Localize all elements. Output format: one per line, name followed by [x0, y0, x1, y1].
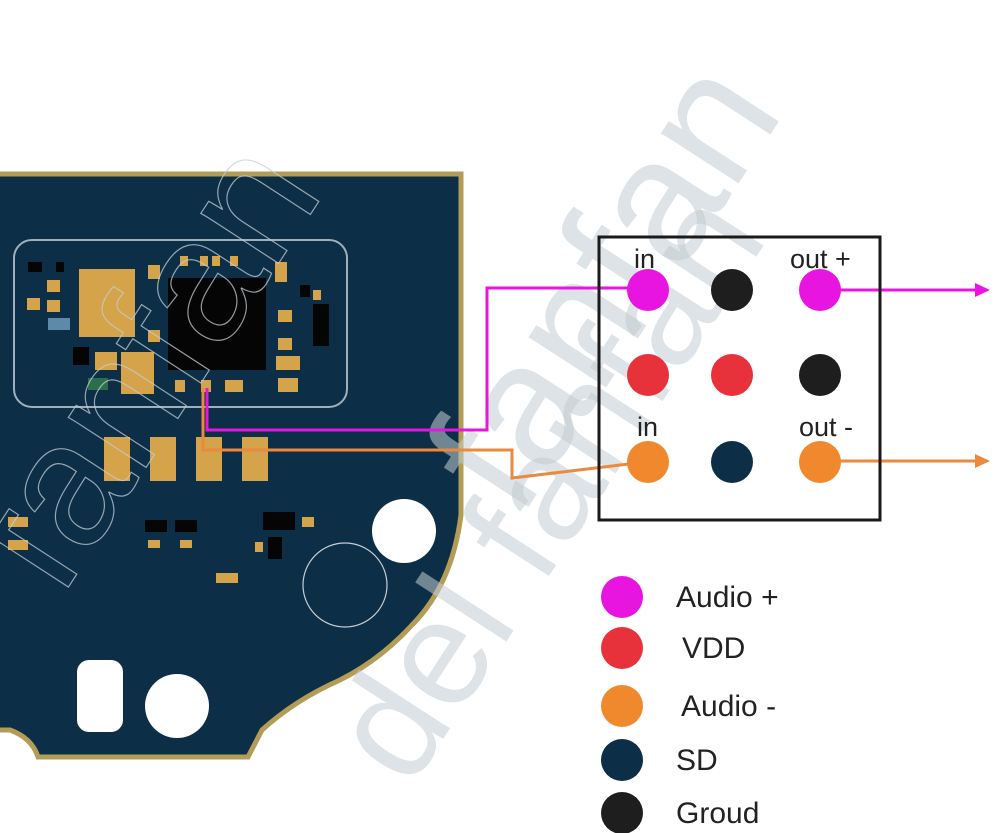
pin-audio-minus — [799, 441, 841, 483]
pad — [79, 269, 135, 337]
component — [263, 512, 295, 530]
pad — [104, 437, 130, 481]
pad — [175, 380, 185, 392]
pin-audio-plus — [627, 269, 669, 311]
wires — [201, 283, 990, 480]
pcb-board — [0, 171, 464, 760]
watermark-ring — [302, 542, 388, 628]
pin-sd — [711, 441, 753, 483]
component — [300, 285, 310, 297]
pad — [278, 310, 292, 322]
audio-minus-output-arrow — [975, 454, 990, 468]
pin-vdd — [711, 354, 753, 396]
pa-chip — [168, 278, 266, 370]
pad — [201, 380, 211, 392]
pad — [148, 330, 160, 342]
connector-label-in-bottom: in — [637, 412, 658, 442]
legend-swatch-ground — [601, 792, 643, 833]
pad — [148, 540, 160, 548]
legend-swatch-sd — [601, 739, 643, 781]
pad — [196, 437, 222, 481]
legend-label-vdd: VDD — [682, 632, 745, 665]
pad — [242, 437, 268, 481]
mounting-slot — [77, 660, 123, 732]
component — [268, 537, 282, 559]
mounting-hole — [372, 499, 436, 563]
pad — [216, 573, 238, 583]
component — [48, 318, 70, 330]
pad — [8, 540, 28, 550]
pad — [150, 437, 176, 481]
pin-ground — [799, 354, 841, 396]
legend-label-ground: Groud — [676, 797, 759, 830]
pad — [225, 380, 243, 392]
pin-audio-plus — [799, 269, 841, 311]
legend-label-audio-plus: Audio + — [676, 581, 779, 614]
pad — [212, 256, 220, 266]
pad — [8, 517, 28, 527]
pin-vdd — [627, 354, 669, 396]
pad — [148, 265, 160, 279]
pad — [255, 542, 263, 552]
audio-minus-input-wire — [201, 388, 646, 480]
pad — [47, 280, 60, 292]
pad — [200, 256, 208, 266]
pa-module-outline — [13, 239, 348, 408]
legend-swatch-audio-plus — [601, 576, 643, 618]
component — [88, 378, 108, 390]
component — [175, 520, 197, 532]
component — [145, 520, 167, 532]
pin-audio-minus — [627, 441, 669, 483]
pad — [121, 352, 154, 394]
pad — [27, 298, 40, 310]
pad — [276, 356, 300, 370]
legend-swatch-vdd — [601, 627, 643, 669]
pad — [180, 256, 188, 266]
pin-ground — [711, 269, 753, 311]
component — [56, 262, 64, 272]
pad — [47, 300, 60, 312]
pad — [95, 352, 117, 370]
pad — [275, 262, 287, 282]
component — [73, 347, 89, 365]
connector-box — [597, 235, 882, 522]
pad — [278, 338, 292, 350]
legend: Audio + VDD Audio - SD Groud — [601, 576, 779, 833]
legend-label-audio-minus: Audio - — [681, 690, 776, 723]
audio-plus-output-arrow — [975, 283, 990, 297]
pad — [278, 378, 298, 392]
connector-block: in out + in out - — [597, 235, 882, 522]
component — [313, 304, 329, 346]
connector-label-out-plus: out + — [790, 244, 851, 274]
pad — [180, 540, 192, 548]
connector-label-in-top: in — [634, 244, 655, 274]
component — [28, 262, 42, 272]
legend-label-sd: SD — [676, 744, 718, 777]
connector-pins — [627, 269, 841, 483]
audio-plus-input-wire — [205, 286, 636, 432]
mounting-hole — [145, 674, 209, 738]
legend-swatch-audio-minus — [601, 685, 643, 727]
pad — [230, 256, 238, 266]
pad — [302, 517, 314, 527]
connector-label-out-minus: out - — [799, 412, 853, 442]
pad — [313, 290, 321, 300]
